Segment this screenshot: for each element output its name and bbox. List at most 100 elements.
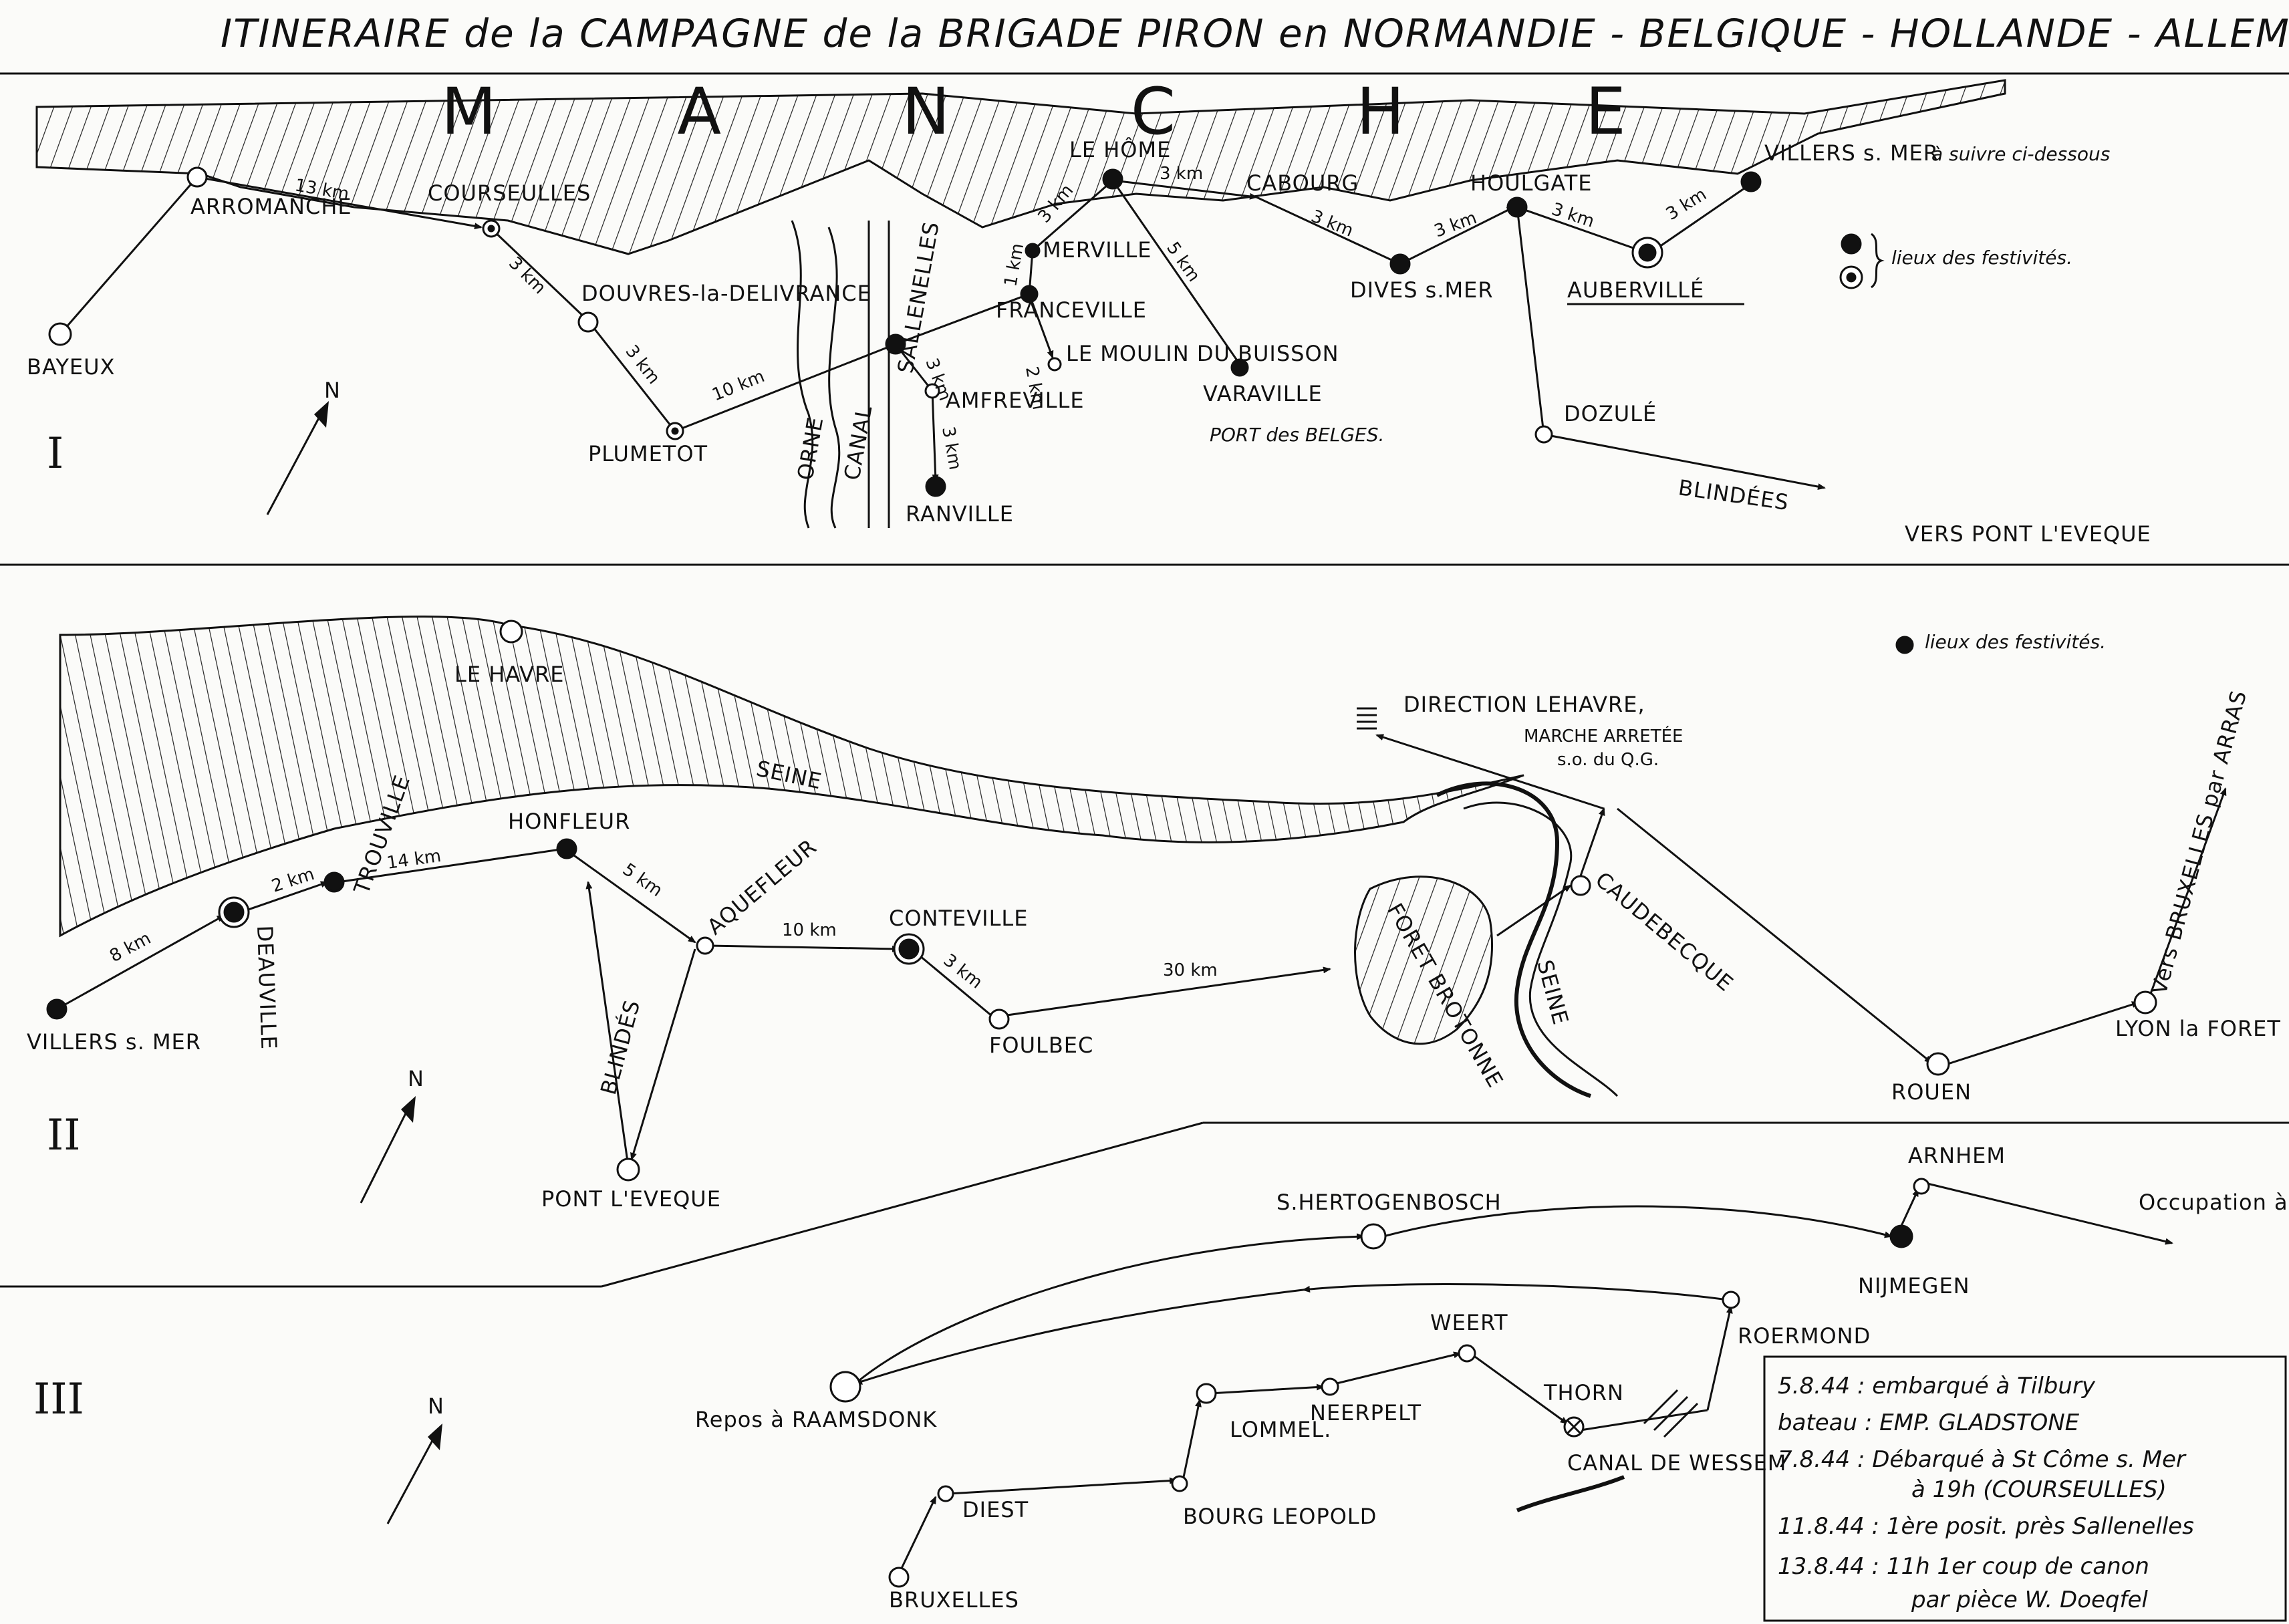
label-seine-2: SEINE — [1532, 957, 1573, 1028]
town-bourg-leopold — [1171, 1475, 1188, 1492]
town-foulbec — [988, 1008, 1010, 1030]
town-moulin — [1047, 357, 1062, 372]
north-arrow-head-3-icon — [428, 1424, 442, 1450]
dist-cour-douv: 3 km — [505, 253, 549, 298]
label-raamsdonk: Repos à RAAMSDONK — [695, 1407, 937, 1432]
town-hertogenbosch — [1360, 1223, 1387, 1250]
town-caudebecque — [1570, 875, 1591, 896]
dist-aqu-con: 10 km — [782, 920, 837, 940]
label-ranville: RANVILLE — [906, 501, 1014, 527]
town-lehome — [1102, 168, 1123, 190]
dist-douv-plum: 3 km — [621, 342, 664, 388]
town-honfleur — [556, 838, 577, 859]
town-ranville — [925, 476, 946, 497]
town-amfreville — [924, 383, 940, 399]
label-lyon: LYON la FORET — [2115, 1016, 2281, 1041]
label-honfleur: HONFLEUR — [508, 809, 630, 834]
label-arnhem: ARNHEM — [1908, 1143, 2006, 1168]
dist-home-cab: 3 km — [1160, 164, 1203, 184]
route-bayeux-arromanche — [59, 176, 198, 335]
route-rouen-lyon — [1941, 1001, 2140, 1067]
label-blindees: BLINDÉES — [1677, 475, 1790, 515]
map-title: ITINERAIRE de la CAMPAGNE de la BRIGADE … — [221, 11, 2289, 56]
label-blindes: BLINDÉS — [595, 997, 645, 1097]
dist-cab-div: 3 km — [1308, 207, 1356, 241]
label-houlgate: HOULGATE — [1470, 170, 1592, 196]
label-orne: ORNE — [792, 415, 828, 483]
dist-sall-amf: 3 km — [921, 356, 954, 404]
label-amfreville: AMFREVILLE — [946, 388, 1085, 413]
dist-plum-sall: 10 km — [709, 366, 767, 405]
label-vers-bruxelles: Vers BRUXELLES par ARRAS — [2146, 688, 2252, 998]
label-bruxelles-3: BRUXELLES — [889, 1587, 1019, 1613]
seine-river-inner — [1463, 801, 1619, 1097]
label-moulin: LE MOULIN DU BUISSON — [1066, 341, 1339, 366]
route-villers-deauville — [56, 914, 225, 1010]
label-deauville: DEAUVILLE — [252, 925, 281, 1051]
label-lehavre: LE HAVRE — [454, 662, 564, 687]
label-dives: DIVES s.MER — [1350, 277, 1494, 303]
town-roermond — [1722, 1291, 1740, 1309]
label-franceville: FRANCEVILLE — [996, 297, 1147, 323]
label-pontleveque-2: PONT L'EVEQUE — [541, 1186, 721, 1212]
orne-river — [791, 220, 814, 529]
label-hertogenbosch: S.HERTOGENBOSCH — [1276, 1190, 1502, 1215]
label-canal-wessem: CANAL DE WESSEM — [1567, 1450, 1786, 1476]
town-villers-2 — [46, 998, 68, 1020]
route-neerpelt-weert — [1336, 1351, 1462, 1385]
route-bourg-lommel — [1182, 1399, 1202, 1481]
label-lommel: LOMMEL. — [1230, 1417, 1331, 1442]
route-conteville-foulbec — [915, 951, 997, 1021]
town-varaville — [1230, 358, 1249, 377]
manche-sea — [35, 79, 2006, 255]
canal-wessem-water — [1516, 1475, 1625, 1512]
panel-numeral-1: I — [47, 429, 63, 479]
town-lyon — [2133, 990, 2157, 1014]
town-douvres — [577, 311, 599, 333]
north-arrow-head-2-icon — [401, 1096, 416, 1123]
town-franceville — [1020, 285, 1039, 303]
label-conteville: CONTEVILLE — [889, 906, 1028, 931]
panel-1: M A N C H E ORNE CANAL SALLENELLES — [27, 74, 2151, 547]
label-varaville: VARAVILLE — [1203, 381, 1323, 406]
town-trouville — [323, 871, 345, 893]
label-bourg-leopold-1: BOURG LEOPOLD — [1183, 1504, 1377, 1529]
label-douvres: DOUVRES-la-DELIVRANCE — [581, 281, 871, 306]
town-aquefleur — [696, 936, 714, 955]
label-arromanche: ARROMANCHE — [190, 194, 352, 219]
route-merville-lehome — [1032, 179, 1114, 252]
route-bruxelles-diest — [898, 1496, 937, 1575]
route-diest-bourg — [948, 1477, 1178, 1495]
label-canal: CANAL — [839, 404, 877, 483]
route-aquefleur-pontleveque — [630, 948, 696, 1161]
route-arromanche-courseulles — [196, 176, 483, 230]
town-diest — [937, 1485, 954, 1502]
seine-river-outer — [1436, 781, 1591, 1098]
route-lyon-bruxelles — [2147, 787, 2227, 1000]
label-weert: WEERT — [1430, 1310, 1508, 1335]
legend-label: lieux des festivités. — [1891, 247, 2072, 269]
label-port-des-belges: PORT des BELGES. — [1210, 424, 1384, 446]
route-raamsdonk-hertogenbosch — [855, 1233, 1365, 1385]
route-arnhem-bork — [1924, 1182, 2173, 1245]
label-dozule: DOZULÉ — [1564, 401, 1657, 426]
route-lehome-varaville — [1111, 180, 1241, 365]
town-dozule — [1534, 425, 1553, 444]
north-label-3: N — [428, 1393, 444, 1419]
label-villers-2: VILLERS s. MER — [27, 1029, 201, 1055]
legend-brace — [1870, 233, 1885, 289]
route-amfreville-ranville — [931, 390, 939, 483]
town-weert — [1458, 1344, 1476, 1363]
note-line-7: par pièce W. Doeqfel — [1911, 1587, 2148, 1613]
label-villers: VILLERS s. MER — [1764, 140, 1939, 166]
town-lehavre — [499, 620, 523, 644]
label-nijmegen: NIJMEGEN — [1858, 1273, 1970, 1299]
panel-numeral-2: II — [47, 1111, 81, 1160]
route-courseulles-douvres — [490, 227, 589, 322]
town-arnhem — [1913, 1178, 1930, 1195]
note-line-1: 5.8.44 : embarqué à Tilbury — [1778, 1373, 2096, 1399]
dist-fra-mer: 1 km — [1000, 242, 1028, 288]
legend-label-2: lieux des festivités. — [1925, 631, 2106, 653]
label-auberville: AUBERVILLÉ — [1567, 277, 1704, 303]
